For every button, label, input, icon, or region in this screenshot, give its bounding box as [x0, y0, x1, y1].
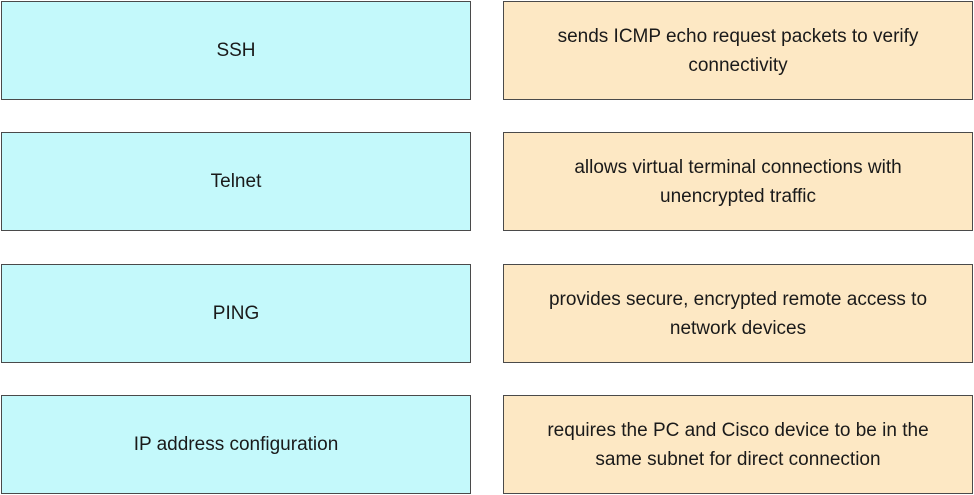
description-box-4[interactable]: requires the PC and Cisco device to be i…: [503, 395, 973, 494]
description-text: allows virtual terminal connections with…: [574, 156, 902, 207]
description-text: requires the PC and Cisco device to be i…: [547, 419, 929, 470]
description-box-1[interactable]: sends ICMP echo request packets to verif…: [503, 1, 973, 100]
description-box-2[interactable]: allows virtual terminal connections with…: [503, 132, 973, 231]
term-box-telnet[interactable]: Telnet: [1, 132, 471, 231]
term-label: Telnet: [210, 171, 262, 192]
term-box-ping[interactable]: PING: [1, 264, 471, 363]
description-text: sends ICMP echo request packets to verif…: [557, 25, 919, 76]
term-label: SSH: [216, 40, 256, 61]
term-box-ip-address-configuration[interactable]: IP address configuration: [1, 395, 471, 494]
description-box-3[interactable]: provides secure, encrypted remote access…: [503, 264, 973, 363]
term-label: PING: [212, 303, 260, 324]
term-box-ssh[interactable]: SSH: [1, 1, 471, 100]
term-label: IP address configuration: [133, 434, 339, 455]
description-text: provides secure, encrypted remote access…: [548, 288, 928, 339]
